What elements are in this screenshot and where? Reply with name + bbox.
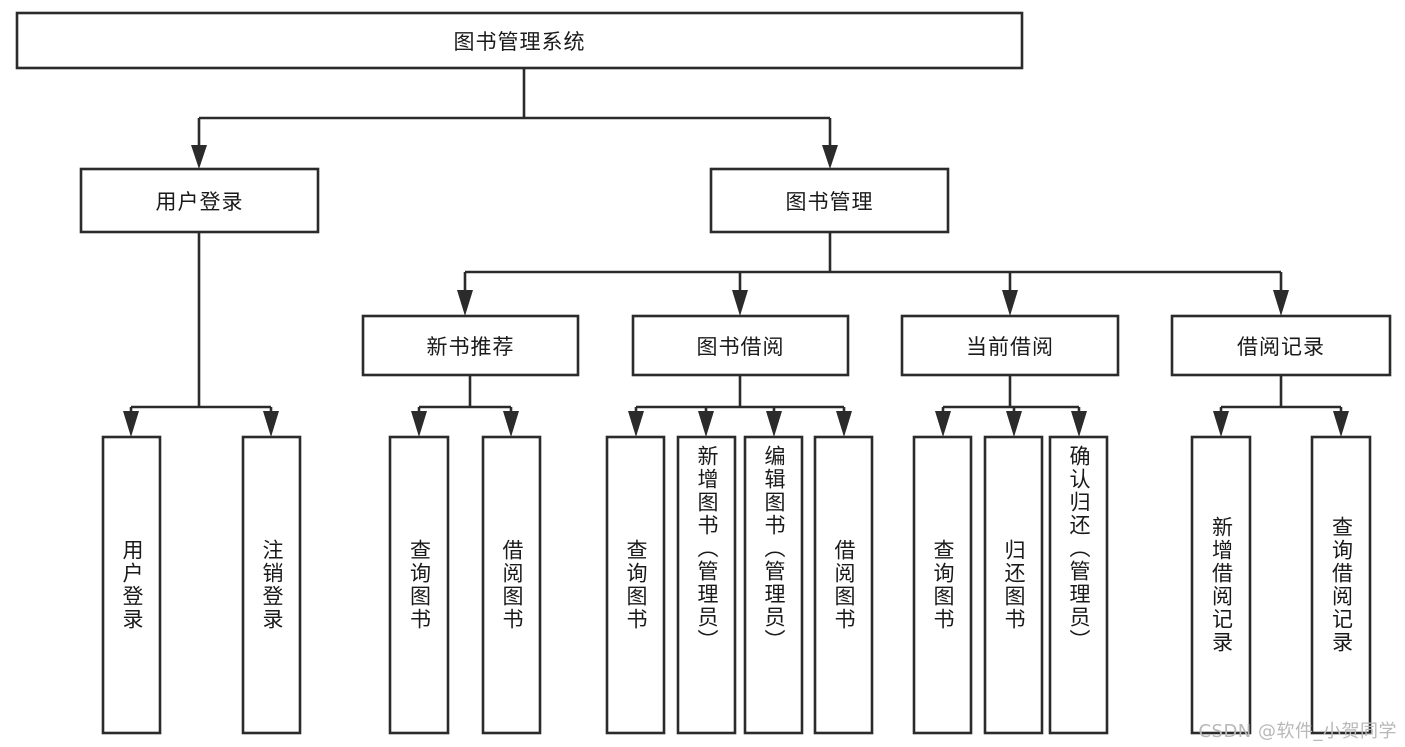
arrow-leaf-add-book: [698, 411, 714, 437]
arrow-to-new-book-rec: [457, 290, 473, 316]
arrow-leaf-query-book-2: [628, 411, 644, 437]
arrow-leaf-query-book-3: [935, 411, 951, 437]
arrow-leaf-edit-book: [766, 411, 782, 437]
node-book-manage[interactable]: [709, 167, 950, 234]
node-new-book-rec[interactable]: [361, 314, 580, 377]
node-leaf-borrow-book-1[interactable]: [481, 435, 542, 735]
arrow-to-book-manage: [822, 145, 838, 169]
arrow-leaf-borrow-book-1: [503, 411, 519, 437]
arrow-leaf-query-record: [1333, 411, 1349, 437]
node-leaf-query-book-3[interactable]: [912, 435, 973, 735]
arrow-leaf-borrow-book-2: [836, 411, 852, 437]
arrow-to-user-login: [191, 145, 207, 169]
arrow-to-book-borrow: [732, 290, 748, 316]
csdn-watermark: CSDN @软件_小贺同学: [1198, 721, 1397, 742]
node-leaf-borrow-book-2[interactable]: [813, 435, 874, 735]
arrow-to-current-borrow: [1002, 290, 1018, 316]
node-leaf-query-record[interactable]: [1310, 435, 1372, 735]
node-root[interactable]: [15, 11, 1024, 70]
node-leaf-edit-book[interactable]: [743, 435, 804, 735]
node-book-borrow[interactable]: [631, 314, 850, 377]
node-leaf-return-book[interactable]: [983, 435, 1044, 735]
arrow-leaf-logout: [263, 411, 279, 437]
node-leaf-confirm-return[interactable]: [1048, 435, 1109, 735]
arrow-leaf-user-login: [123, 411, 139, 437]
arrow-leaf-return-book: [1006, 411, 1022, 437]
node-user-login[interactable]: [79, 167, 320, 234]
arrow-leaf-add-record: [1213, 411, 1229, 437]
node-leaf-add-book[interactable]: [676, 435, 737, 735]
node-leaf-add-record[interactable]: [1190, 435, 1252, 735]
arrow-to-borrow-record: [1273, 290, 1289, 316]
node-leaf-logout[interactable]: [241, 435, 302, 735]
node-leaf-user-login[interactable]: [101, 435, 162, 735]
arrow-leaf-query-book-1: [411, 411, 427, 437]
node-borrow-record[interactable]: [1170, 314, 1392, 377]
node-leaf-query-book-2[interactable]: [605, 435, 666, 735]
node-current-borrow[interactable]: [900, 314, 1120, 377]
arrow-leaf-confirm-return: [1071, 411, 1087, 437]
node-leaf-query-book-1[interactable]: [388, 435, 450, 735]
